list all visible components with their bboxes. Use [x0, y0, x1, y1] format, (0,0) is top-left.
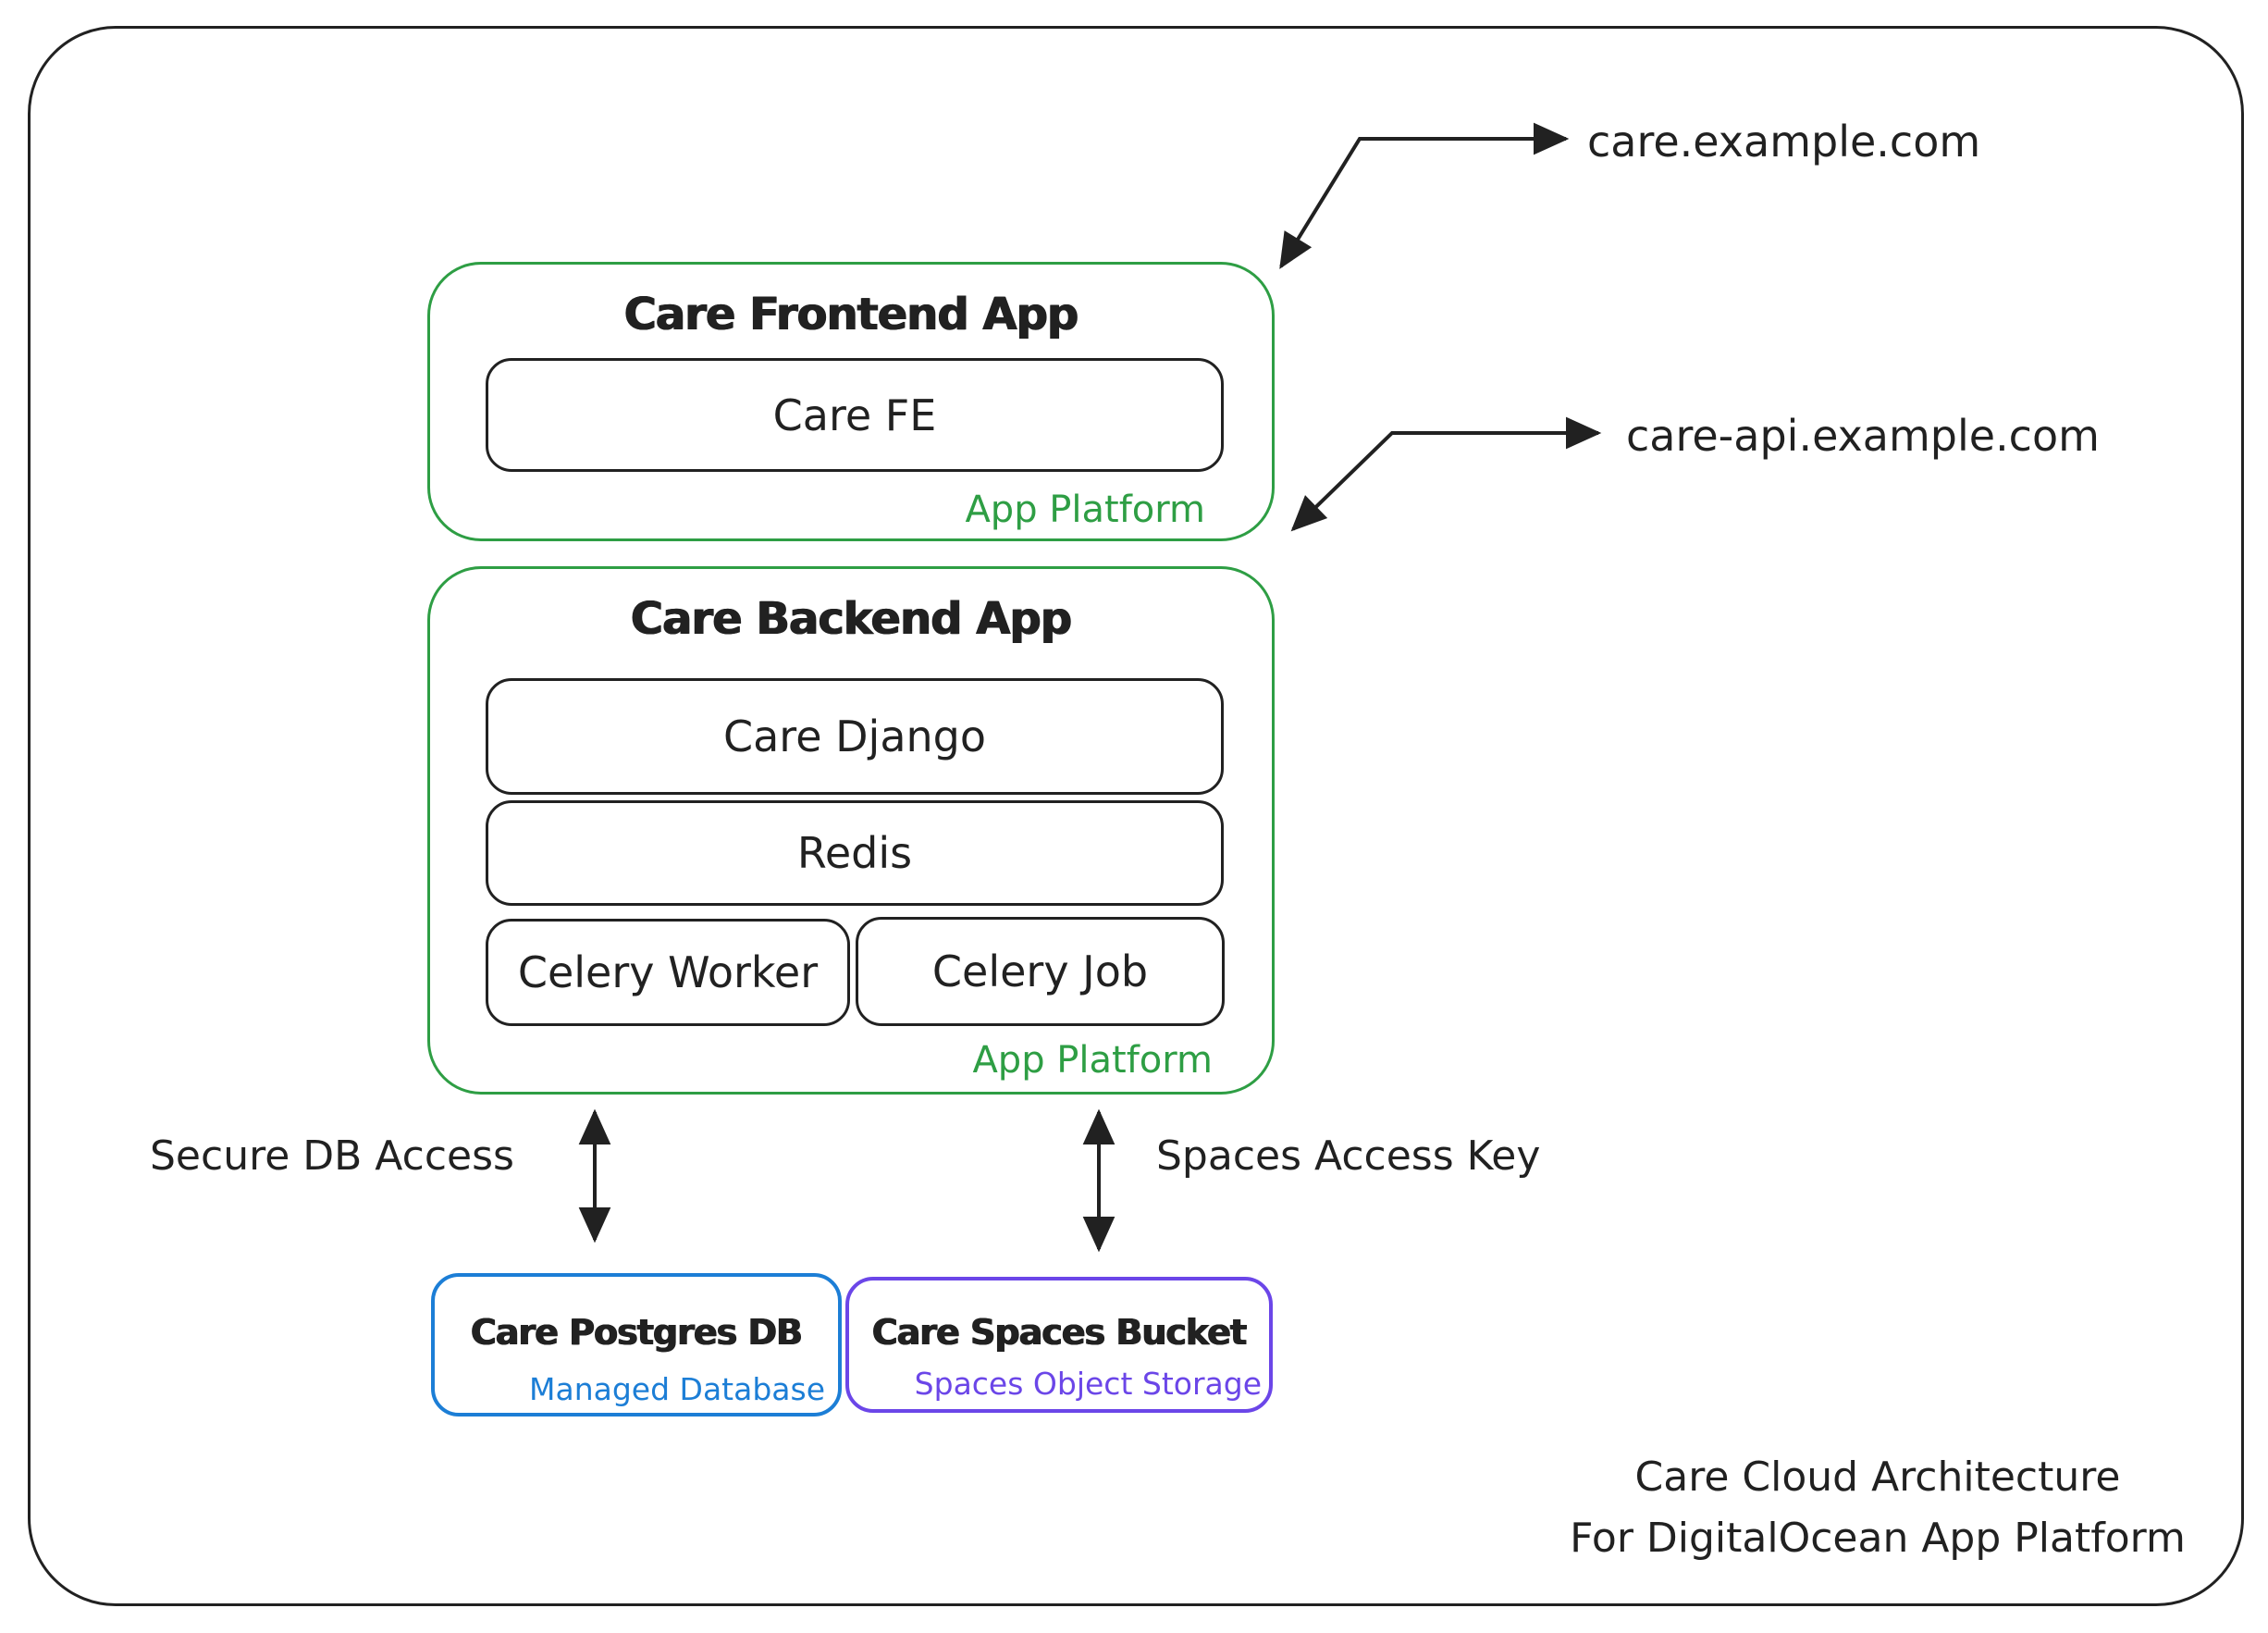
redis-service-box: Redis [486, 800, 1224, 906]
backend-app-box: Care Backend App Care Django Redis Celer… [427, 566, 1275, 1095]
postgres-db-title: Care Postgres DB [470, 1312, 803, 1353]
frontend-platform-label: App Platform [965, 489, 1205, 531]
celery-job-box: Celery Job [856, 917, 1225, 1026]
frontend-domain-arrow [1279, 122, 1570, 269]
frontend-app-title: Care Frontend App [623, 289, 1079, 340]
care-fe-label: Care FE [772, 390, 937, 440]
celery-worker-label: Celery Worker [517, 947, 819, 997]
care-fe-service-box: Care FE [486, 358, 1224, 472]
backend-domain-label: care-api.example.com [1626, 411, 2100, 461]
postgres-db-box: Care Postgres DB Managed Database [431, 1273, 842, 1417]
frontend-app-box: Care Frontend App Care FE App Platform [427, 262, 1275, 541]
postgres-db-subtitle: Managed Database [529, 1371, 825, 1407]
care-django-label: Care Django [722, 711, 987, 761]
celery-worker-box: Celery Worker [486, 919, 850, 1026]
frontend-domain-label: care.example.com [1587, 117, 1981, 167]
spaces-bucket-box: Care Spaces Bucket Spaces Object Storage [845, 1277, 1273, 1413]
spaces-access-key-label: Spaces Access Key [1156, 1132, 1541, 1180]
backend-platform-label: App Platform [972, 1039, 1213, 1082]
redis-label: Redis [796, 828, 913, 878]
celery-job-label: Celery Job [931, 946, 1149, 996]
spaces-bucket-title: Care Spaces Bucket [871, 1312, 1247, 1353]
spaces-bucket-subtitle: Spaces Object Storage [914, 1366, 1262, 1402]
diagram-caption: Care Cloud Architecture For DigitalOcean… [1480, 1447, 2268, 1569]
caption-line-1: Care Cloud Architecture [1634, 1454, 2121, 1501]
care-django-service-box: Care Django [486, 678, 1224, 795]
secure-db-access-label: Secure DB Access [150, 1132, 514, 1180]
caption-line-2: For DigitalOcean App Platform [1570, 1515, 2186, 1562]
backend-domain-arrow [1290, 416, 1602, 532]
backend-app-title: Care Backend App [630, 593, 1072, 645]
diagram-outer-frame [28, 26, 2244, 1606]
